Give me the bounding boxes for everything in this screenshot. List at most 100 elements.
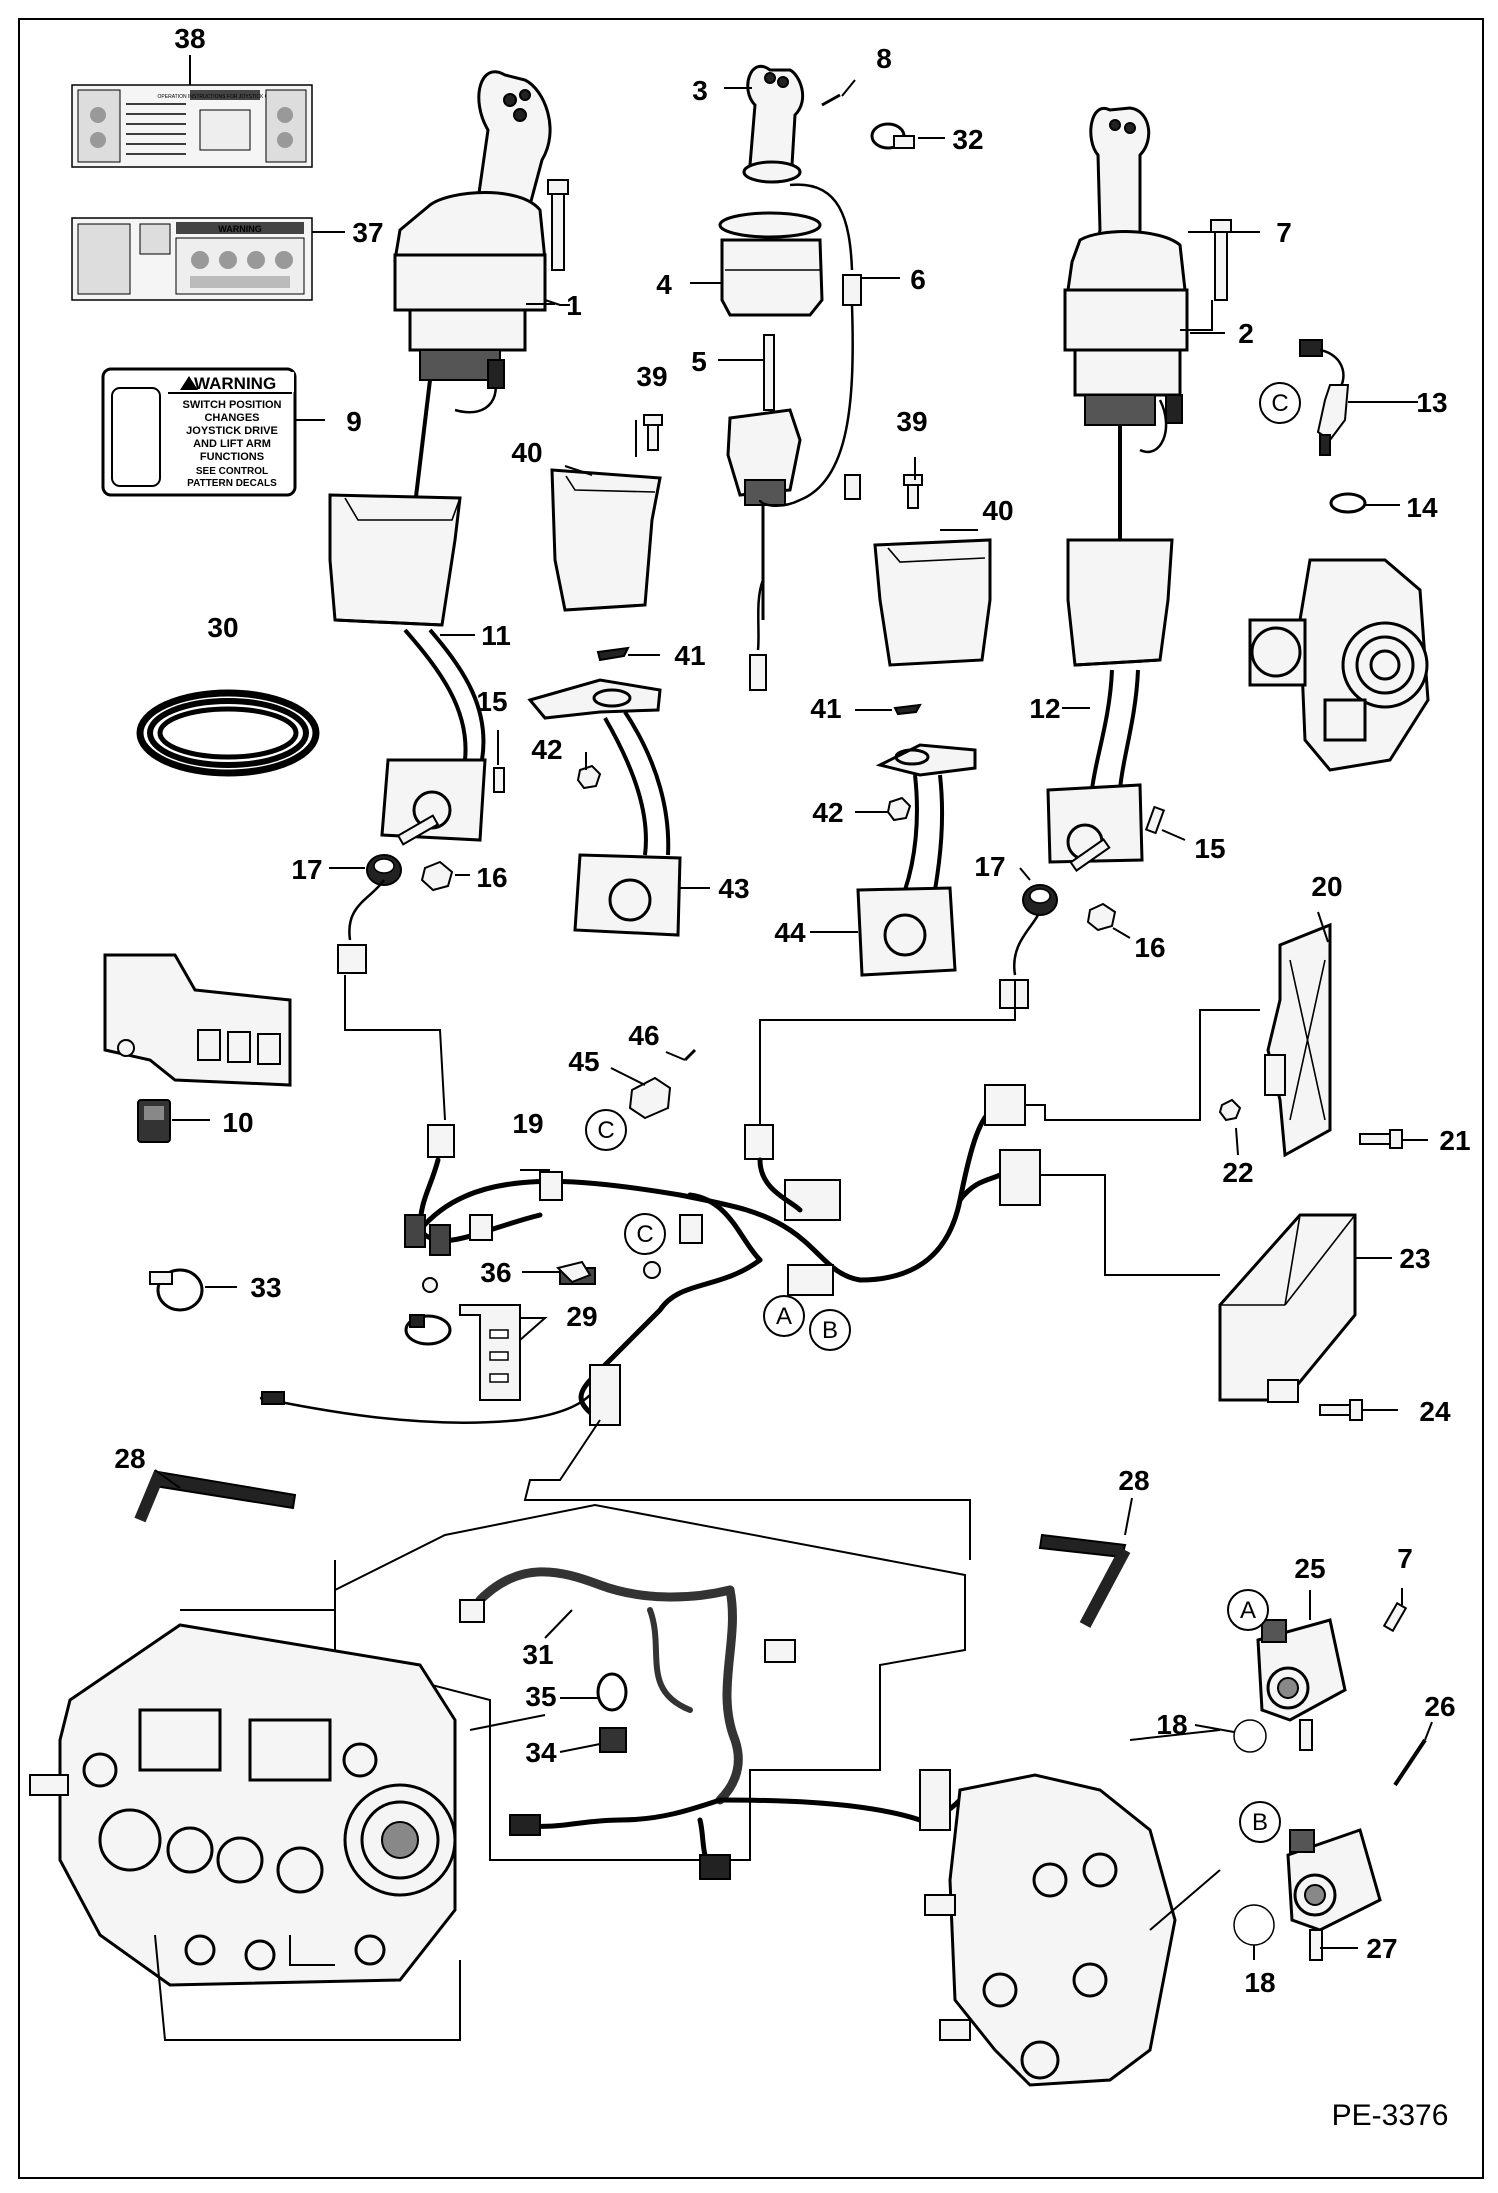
connector-c-label-2: C — [597, 1117, 614, 1144]
bracket-left — [380, 628, 487, 846]
connector-letter-c-top: C — [1259, 382, 1301, 424]
callout-13: 13 — [1416, 387, 1447, 418]
bolt-7-right — [1210, 219, 1232, 301]
screw-15-right — [1144, 805, 1166, 835]
callout-15-right: 15 — [1194, 833, 1225, 864]
nut-42-right — [886, 796, 912, 822]
callout-32: 32 — [952, 124, 983, 155]
screw-39-right — [903, 474, 923, 509]
bracket-29 — [459, 1304, 521, 1401]
joystick-right-assembly — [1063, 106, 1189, 540]
connector-letter-a-solenoid: A — [1227, 1589, 1269, 1631]
pin-8 — [821, 93, 841, 107]
callout-23: 23 — [1399, 1243, 1430, 1274]
harness-19 — [259, 975, 1260, 1560]
pin-27 — [1309, 1929, 1323, 1961]
cable-6 — [758, 183, 862, 507]
clip-32 — [870, 122, 915, 150]
callout-15-left: 15 — [476, 686, 507, 717]
boot-11 — [328, 493, 462, 627]
callout-4: 4 — [656, 269, 672, 300]
switch-10 — [137, 1099, 171, 1143]
housing-4 — [718, 211, 824, 317]
callout-18-upper: 18 — [1156, 1709, 1187, 1740]
joystick-left-assembly — [393, 70, 552, 506]
callout-19: 19 — [512, 1108, 543, 1139]
connector-letter-a-harness: A — [763, 1295, 805, 1337]
nut-16-left — [420, 860, 454, 892]
callout-18-lower: 18 — [1244, 1967, 1275, 1998]
bolt-7-left — [547, 179, 569, 271]
decal-9-line-3: JOYSTICK DRIVE — [186, 425, 278, 437]
rod-5 — [763, 334, 775, 411]
decal-9-line-6: SEE CONTROL — [196, 466, 268, 477]
callout-36: 36 — [480, 1257, 511, 1288]
callout-10: 10 — [222, 1107, 253, 1138]
callout-7-lower: 7 — [1397, 1543, 1413, 1574]
pump-assembly — [29, 1560, 546, 2041]
callout-20: 20 — [1311, 871, 1342, 902]
callout-11: 11 — [481, 620, 511, 651]
callout-16-left: 16 — [476, 862, 507, 893]
connector-letter-c-harness: C — [624, 1213, 666, 1255]
callout-12: 12 — [1029, 693, 1060, 724]
decal-38: OPERATION INSTRUCTIONS FOR JOYSTICK CONT… — [71, 84, 313, 168]
callout-37: 37 — [352, 217, 383, 248]
callout-21: 21 — [1439, 1125, 1470, 1156]
grommet-17-left — [366, 854, 402, 886]
screw-7-lower — [1382, 1601, 1408, 1633]
joystick-center-base — [726, 408, 802, 691]
clip-33 — [149, 1268, 204, 1312]
decal-38-header: OPERATION INSTRUCTIONS FOR JOYSTICK CONT… — [158, 94, 294, 100]
nut-22 — [1218, 1098, 1242, 1122]
decal-9-line-7: PATTERN DECALS — [187, 478, 277, 489]
clip-36 — [556, 1260, 592, 1284]
callout-30: 30 — [207, 612, 238, 643]
callout-26: 26 — [1424, 1691, 1455, 1722]
nut-16-right — [1086, 902, 1117, 932]
callout-5: 5 — [691, 346, 707, 377]
bracket-right — [1046, 669, 1144, 872]
callout-leaders — [154, 55, 1433, 1960]
clip-34 — [599, 1727, 627, 1753]
callout-3: 3 — [692, 75, 708, 106]
joystick-center-grip — [742, 64, 805, 184]
callout-29: 29 — [566, 1301, 597, 1332]
hex-key-28-left — [134, 1469, 297, 1523]
callout-40-right: 40 — [982, 495, 1013, 526]
hex-key-28-right — [1038, 1533, 1131, 1628]
controller-20 — [1264, 922, 1332, 1158]
connector-45 — [628, 1076, 672, 1120]
side-panel — [103, 953, 292, 1087]
callout-17-right: 17 — [974, 851, 1005, 882]
callout-27: 27 — [1366, 1933, 1397, 1964]
bolt-24 — [1319, 1399, 1363, 1421]
oring-18-lower — [1233, 1904, 1275, 1946]
callout-42-right: 42 — [812, 797, 843, 828]
connector-b-label-2: B — [1252, 1809, 1268, 1836]
decal-9-line-4: AND LIFT ARM — [193, 438, 271, 450]
callout-9: 9 — [346, 406, 362, 437]
callout-45: 45 — [568, 1046, 599, 1077]
callout-25: 25 — [1294, 1553, 1325, 1584]
connector-right-joystick — [999, 914, 1040, 1009]
decal-9: WARNING SWITCH POSITION CHANGES JOYSTICK… — [101, 367, 297, 497]
callout-46: 46 — [628, 1020, 659, 1051]
decal-9-line-2: CHANGES — [204, 412, 259, 424]
bracket-44 — [856, 743, 977, 977]
motor-housing-right — [1248, 558, 1430, 772]
callout-35: 35 — [525, 1681, 556, 1712]
decal-37-header: WARNING — [218, 224, 262, 234]
callout-17-left: 17 — [291, 854, 322, 885]
pin-46 — [683, 1048, 697, 1062]
callout-8: 8 — [876, 43, 892, 74]
callout-14: 14 — [1406, 492, 1438, 523]
callout-44: 44 — [774, 917, 806, 948]
connector-letter-c-mid: C — [585, 1109, 627, 1151]
callout-34: 34 — [525, 1737, 557, 1768]
oring-18-upper — [1233, 1719, 1267, 1753]
callout-31: 31 — [522, 1639, 553, 1670]
screw-15-left — [493, 767, 505, 793]
callout-39-left: 39 — [636, 361, 667, 392]
